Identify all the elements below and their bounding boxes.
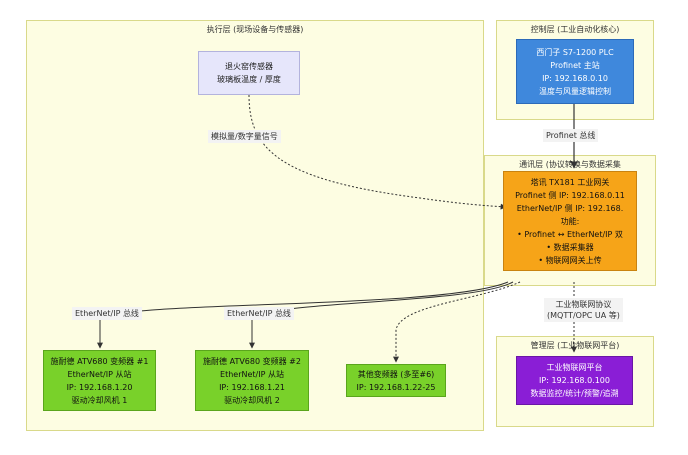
- plc-line-1: 西门子 S7-1200 PLC: [536, 47, 614, 57]
- edge-label-iot-protocol-1: 工业物联网协议: [555, 300, 612, 309]
- edge-label-profinet: Profinet 总线: [543, 129, 599, 142]
- edge-label-eip-1: EtherNet/IP 总线: [72, 307, 142, 320]
- plc-line-3: IP: 192.168.0.10: [542, 73, 608, 83]
- gateway-node: 塔讯 TX181 工业网关 Profinet 侧 IP: 192.168.0.1…: [503, 171, 637, 271]
- vfd2-line-3: IP: 192.168.1.21: [219, 382, 285, 392]
- layer-control-title: 控制层 (工业自动化核心): [530, 25, 620, 34]
- vfd-other-node: 其他变频器 (多至#6) IP: 192.168.1.22-25: [346, 364, 446, 397]
- layer-communication-title: 通讯层 (协议转换与数据采集: [519, 160, 621, 169]
- gateway-line-6: • 数据采集器: [546, 242, 594, 252]
- gateway-line-7: • 物联网网关上传: [538, 255, 602, 265]
- vfd2-line-4: 驱动冷却风机 2: [224, 395, 280, 405]
- gateway-line-3: EtherNet/IP 侧 IP: 192.168.: [516, 203, 624, 213]
- gateway-line-2: Profinet 侧 IP: 192.168.0.11: [515, 190, 625, 200]
- gateway-line-1: 塔讯 TX181 工业网关: [530, 177, 610, 187]
- vfd1-line-4: 驱动冷却风机 1: [71, 395, 128, 405]
- iot-line-1: 工业物联网平台: [546, 363, 603, 372]
- edge-gateway-vfd1: [97, 281, 509, 349]
- iot-platform-node: 工业物联网平台 IP: 192.168.0.100 数据监控/统计/预警/追溯: [516, 356, 633, 405]
- vfd2-node: 施耐德 ATV680 变频器 #2 EtherNet/IP 从站 IP: 192…: [195, 350, 309, 411]
- vfd2-line-1: 施耐德 ATV680 变频器 #2: [203, 356, 301, 366]
- gateway-line-5: • Profinet ↔ EtherNet/IP 双: [517, 229, 623, 239]
- plc-node: 西门子 S7-1200 PLC Profinet 主站 IP: 192.168.…: [516, 39, 634, 104]
- layer-management-title: 管理层 (工业物联网平台): [530, 341, 620, 350]
- plc-line-4: 温度与风量逻辑控制: [539, 86, 611, 96]
- edge-label-eip-2: EtherNet/IP 总线: [224, 307, 294, 320]
- sensor-line-2: 玻璃板温度 / 厚度: [217, 75, 281, 84]
- vfd2-line-2: EtherNet/IP 从站: [220, 369, 284, 379]
- iot-line-3: 数据监控/统计/预警/追溯: [530, 389, 619, 398]
- vfd1-line-3: IP: 192.168.1.20: [66, 382, 133, 392]
- edge-gateway-vfd-other: [393, 281, 521, 363]
- vfd-other-line-1: 其他变频器 (多至#6): [357, 369, 435, 379]
- sensor-line-1: 退火窑传感器: [225, 62, 273, 71]
- vfd1-line-2: EtherNet/IP 从站: [67, 369, 132, 379]
- edge-label-iot-protocol: 工业物联网协议 (MQTT/OPC UA 等): [544, 298, 623, 322]
- edge-label-iot-protocol-2: (MQTT/OPC UA 等): [547, 311, 620, 320]
- gateway-line-4: 功能:: [560, 216, 580, 226]
- edge-sensor-gateway: [248, 94, 507, 210]
- edge-label-signal: 模拟量/数字量信号: [208, 130, 281, 143]
- vfd-other-line-2: IP: 192.168.1.22-25: [356, 382, 436, 392]
- layer-execution-title: 执行层 (现场设备与传感器): [206, 25, 304, 34]
- plc-line-2: Profinet 主站: [550, 60, 600, 70]
- vfd1-node: 施耐德 ATV680 变频器 #1 EtherNet/IP 从站 IP: 192…: [43, 350, 156, 411]
- vfd1-line-1: 施耐德 ATV680 变频器 #1: [50, 356, 149, 366]
- sensor-node: 退火窑传感器 玻璃板温度 / 厚度: [198, 51, 300, 95]
- iot-line-2: IP: 192.168.0.100: [539, 376, 610, 385]
